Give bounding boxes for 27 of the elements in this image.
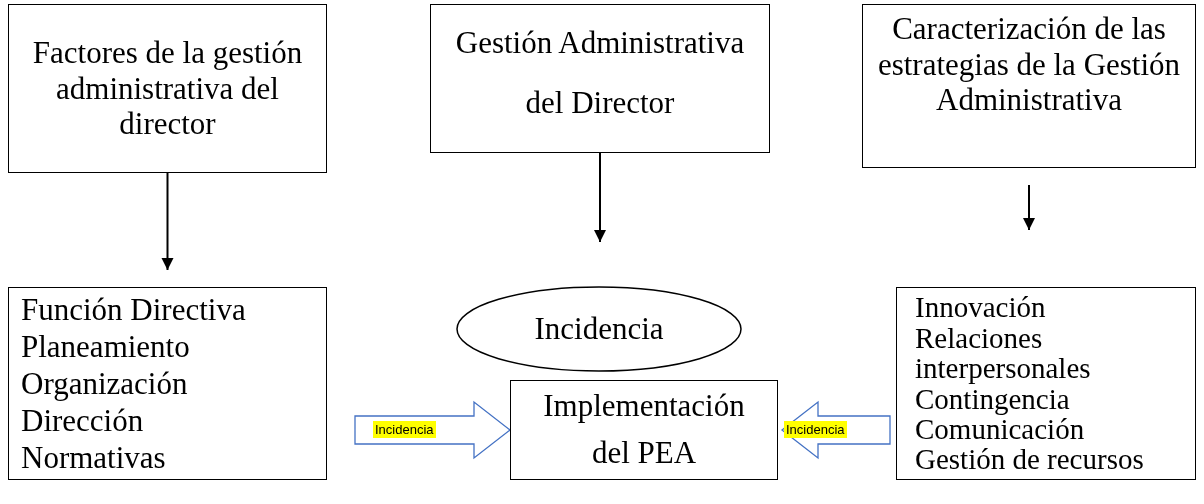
node-text: Caracterización de las estrategias de la Gestión Administrativa <box>876 11 1182 118</box>
arrow <box>594 152 606 243</box>
node-text: Relaciones interpersonales <box>915 322 1092 384</box>
node-text: Factores de la gestión administrativa del director <box>31 35 304 142</box>
process-box <box>510 380 778 480</box>
node-text: Dirección <box>21 402 144 440</box>
node-text: Innovación <box>915 292 1046 323</box>
node-text: Organización <box>21 364 188 403</box>
edge-label: Incidencia <box>784 421 847 438</box>
ellipse-node <box>456 286 742 372</box>
node-text: Contingencia <box>915 383 1070 414</box>
node-text: Gestión de recursos <box>915 444 1144 475</box>
arrow <box>1023 184 1035 231</box>
node-text: Incidencia <box>534 309 664 348</box>
process-box <box>862 4 1196 168</box>
node-text: Implementación <box>543 387 745 425</box>
process-box <box>896 287 1196 480</box>
node-text: Función Directiva <box>21 290 246 328</box>
process-box <box>430 4 770 153</box>
edge-label: Incidencia <box>373 421 436 438</box>
node-text: del PEA <box>591 433 697 472</box>
node-text: Gestión Administrativa del Director <box>454 24 746 123</box>
arrow <box>161 172 174 271</box>
process-box <box>8 4 327 173</box>
node-text: Planeamiento <box>21 327 190 365</box>
process-box <box>8 287 327 480</box>
node-text: Normativas <box>21 439 166 477</box>
